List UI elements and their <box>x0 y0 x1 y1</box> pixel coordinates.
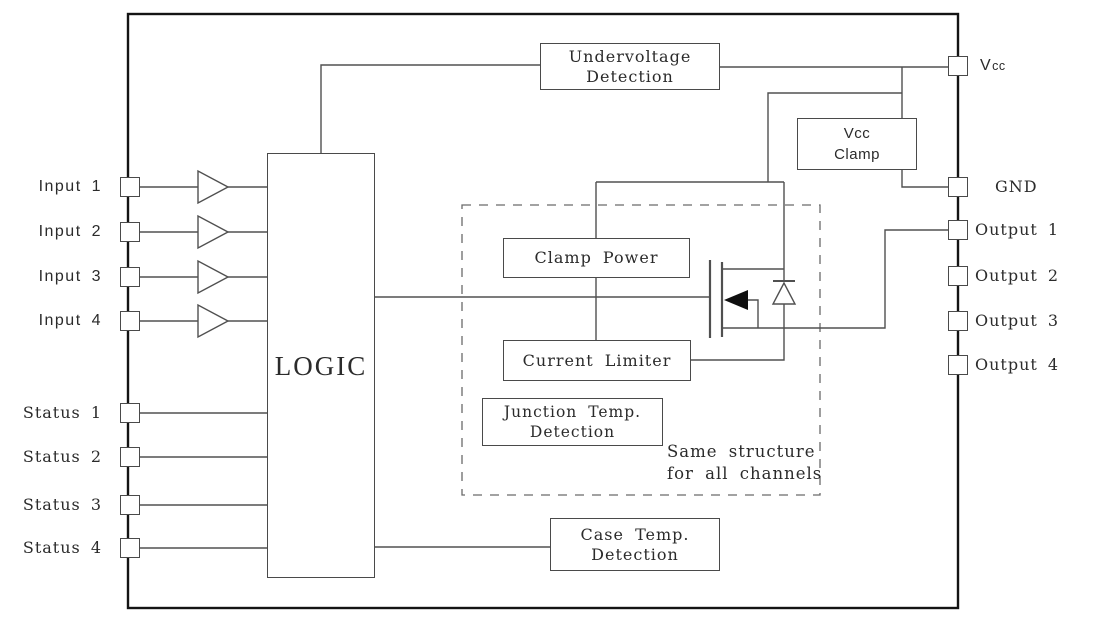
pin-output-3 <box>948 311 968 331</box>
clamp-power-label: Clamp Power <box>534 248 659 267</box>
pin-input-2 <box>120 222 140 242</box>
pin-input-3 <box>120 267 140 287</box>
case-temp-line2: Detection <box>591 544 679 564</box>
buffer-icon-3 <box>197 259 230 295</box>
wire-vcc-branch <box>767 92 902 182</box>
pin-label-input-1: Input 1 <box>38 178 102 195</box>
pin-status-1 <box>120 403 140 423</box>
pin-status-2 <box>120 447 140 467</box>
vcc-sub: cc <box>992 59 1006 73</box>
pin-output-2 <box>948 266 968 286</box>
diode-triangle <box>771 281 797 305</box>
wire-logic-undervoltage <box>320 64 540 153</box>
pin-status-4 <box>120 538 140 558</box>
pin-output-1 <box>948 220 968 240</box>
vcc-clamp-line2: Clamp <box>834 146 880 163</box>
pin-label-status-4: Status 4 <box>22 538 102 557</box>
buffer-icon-2 <box>197 214 230 250</box>
buffer-icon-1 <box>197 169 230 205</box>
pin-label-input-2: Input 2 <box>38 223 102 240</box>
input-buffers <box>197 169 230 339</box>
block-current-limiter: Current Limiter <box>503 340 691 381</box>
body-diode-icon <box>771 280 797 305</box>
pin-label-output-2: Output 2 <box>975 266 1060 285</box>
pin-label-input-3: Input 3 <box>38 268 102 285</box>
same-structure-line1: Same structure <box>667 442 816 461</box>
block-junction-temp-detection: Junction Temp. Detection <box>482 398 663 446</box>
mosfet-body-arrow-icon <box>724 290 748 310</box>
same-structure-note: Same structure for all channels <box>667 441 822 484</box>
block-vcc-clamp: Vcc Clamp <box>797 118 917 170</box>
block-undervoltage-detection: Undervoltage Detection <box>540 43 720 90</box>
pin-output-4 <box>948 355 968 375</box>
pin-label-status-3: Status 3 <box>22 495 102 514</box>
wires <box>140 64 948 549</box>
same-structure-line2: for all channels <box>667 463 823 483</box>
wire-clamp-to-gnd <box>901 170 948 188</box>
pin-label-output-3: Output 3 <box>975 311 1060 330</box>
undervoltage-line1: Undervoltage <box>568 46 692 66</box>
case-temp-line1: Case Temp. <box>580 524 690 544</box>
undervoltage-line2: Detection <box>586 66 674 86</box>
buffer-icon-4 <box>197 303 230 339</box>
pin-label-vcc: Vcc <box>980 55 1006 77</box>
logic-label: LOGIC <box>274 350 368 381</box>
mosfet-body-link <box>748 299 759 328</box>
wire-limiter-sense <box>691 304 785 361</box>
pin-gnd <box>948 177 968 197</box>
channel-boundary-dashed <box>461 204 821 496</box>
pin-label-output-1: Output 1 <box>975 220 1060 239</box>
wire-output-1 <box>722 229 948 329</box>
pin-label-status-1: Status 1 <box>22 403 102 422</box>
pin-label-gnd: GND <box>995 177 1038 196</box>
pin-vcc <box>948 56 968 76</box>
vcc-clamp-line1: Vcc <box>843 125 871 142</box>
ic-boundary <box>126 12 960 610</box>
mosfet-symbol <box>708 260 784 338</box>
pin-input-4 <box>120 311 140 331</box>
block-case-temp-detection: Case Temp. Detection <box>550 518 720 571</box>
pin-input-1 <box>120 177 140 197</box>
current-limiter-label: Current Limiter <box>522 350 672 370</box>
block-clamp-power: Clamp Power <box>503 238 690 278</box>
pin-label-status-2: Status 2 <box>22 447 102 466</box>
pin-label-input-4: Input 4 <box>38 312 102 329</box>
vcc-v: V <box>980 57 993 74</box>
junction-temp-line2: Detection <box>529 423 616 441</box>
pin-label-output-4: Output 4 <box>975 355 1060 374</box>
pin-status-3 <box>120 495 140 515</box>
block-logic: LOGIC <box>267 153 375 578</box>
junction-temp-line1: Junction Temp. <box>503 403 642 421</box>
